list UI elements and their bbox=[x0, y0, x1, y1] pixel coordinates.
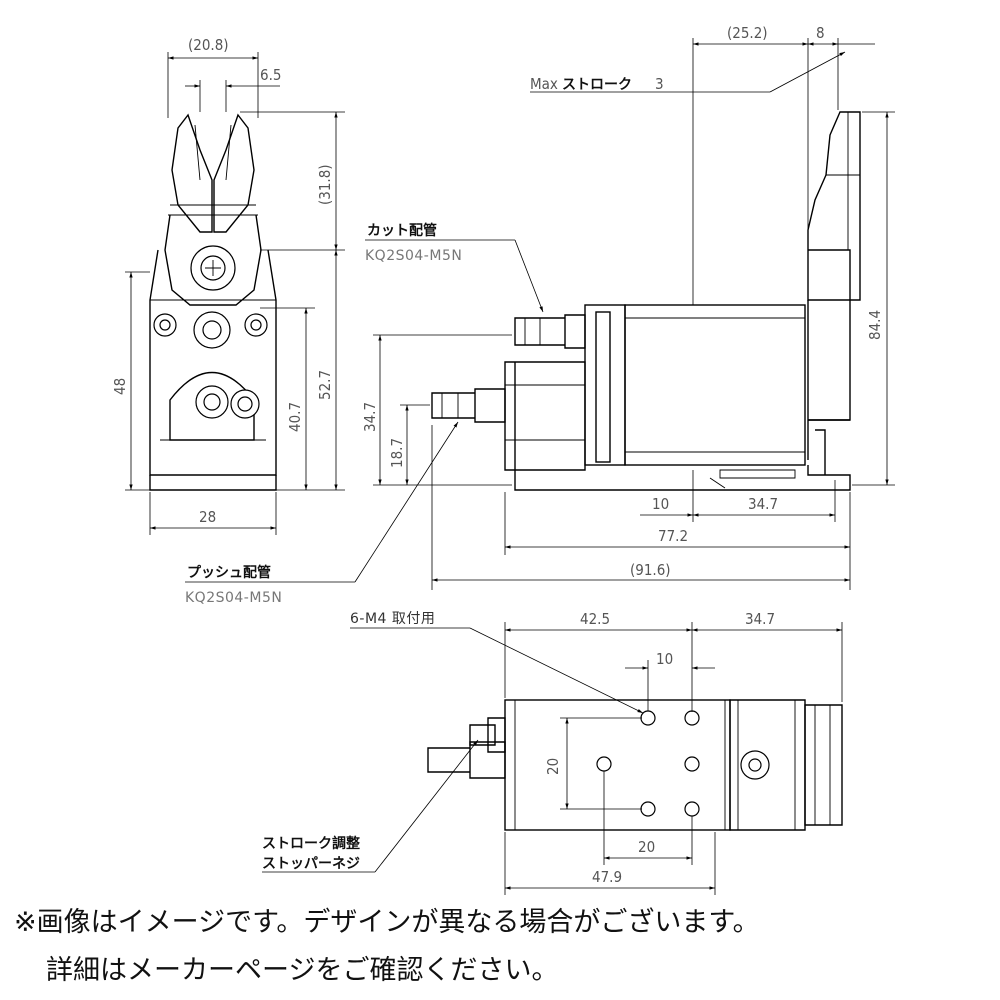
footnote-line2: 詳細はメーカーページをご確認ください。 bbox=[46, 955, 559, 986]
dim-front-height-407: 40.7 bbox=[286, 402, 304, 432]
max-stroke-prefix: Max bbox=[530, 75, 558, 93]
push-pipe-label: プッシュ配管 bbox=[187, 564, 271, 581]
dim-side-top-8: 8 bbox=[816, 24, 825, 42]
stopper-label-line2: ストッパーネジ bbox=[262, 856, 360, 872]
dim-side-height-844: 84.4 bbox=[866, 310, 884, 340]
max-stroke-value: 3 bbox=[655, 75, 664, 93]
dim-side-bottom-916: (91.6) bbox=[630, 561, 671, 579]
front-view: (20.8) 6.5 (31.8) 48 52.7 40.7 28 bbox=[111, 36, 345, 535]
cylinder-body bbox=[624, 304, 806, 466]
dim-bottom-overall: 47.9 bbox=[592, 868, 622, 886]
right-jaw bbox=[213, 113, 255, 233]
dim-side-height-187: 18.7 bbox=[388, 438, 406, 468]
dim-front-jaw-gap: 6.5 bbox=[260, 66, 281, 84]
dim-side-bottom-10: 10 bbox=[652, 495, 669, 513]
mount-holes-label: 6-M4 取付用 bbox=[350, 611, 435, 627]
bottom-cylinder bbox=[729, 699, 806, 831]
dim-front-height-527: 52.7 bbox=[316, 370, 334, 400]
max-stroke-label: ストローク bbox=[562, 77, 632, 93]
side-view: (25.2) 8 Max ストローク 3 84.4 34.7 18.7 カット配… bbox=[185, 24, 895, 606]
cut-pipe-label: カット配管 bbox=[367, 222, 437, 239]
dim-bottom-vertical-20: 20 bbox=[544, 758, 562, 775]
side-jaw bbox=[807, 111, 861, 301]
cut-pipe-part: KQ2S04-M5N bbox=[365, 248, 462, 264]
dim-side-bottom-347: 34.7 bbox=[748, 495, 778, 513]
dim-bottom-top-425: 42.5 bbox=[580, 610, 610, 628]
lower-body bbox=[504, 361, 586, 471]
push-pipe-fitting bbox=[431, 388, 506, 423]
dim-side-bottom-772: 77.2 bbox=[658, 527, 688, 545]
dim-bottom-horizontal-20: 20 bbox=[638, 838, 655, 856]
dim-side-height-347: 34.7 bbox=[361, 402, 379, 432]
footnote-line1: ※画像はイメージです。デザインが異なる場合がございます。 bbox=[14, 907, 760, 938]
dim-front-jaw-height: (31.8) bbox=[316, 164, 334, 205]
dim-bottom-top-347: 34.7 bbox=[745, 610, 775, 628]
left-jaw bbox=[171, 113, 213, 233]
dim-front-height-48: 48 bbox=[111, 378, 129, 395]
dim-front-width-top: (20.8) bbox=[188, 36, 229, 54]
push-pipe-part: KQ2S04-M5N bbox=[185, 590, 282, 606]
bottom-view: 42.5 34.7 10 6-M4 取付用 20 20 47.9 ストローク調整… bbox=[262, 610, 843, 895]
stopper-label-line1: ストローク調整 bbox=[262, 835, 361, 852]
dim-bottom-hole-pitch: 10 bbox=[656, 650, 673, 668]
body-housing bbox=[149, 249, 277, 476]
dim-side-top-252: (25.2) bbox=[727, 24, 768, 42]
cut-pipe-fitting bbox=[514, 314, 586, 349]
dim-front-base-width: 28 bbox=[199, 508, 216, 526]
